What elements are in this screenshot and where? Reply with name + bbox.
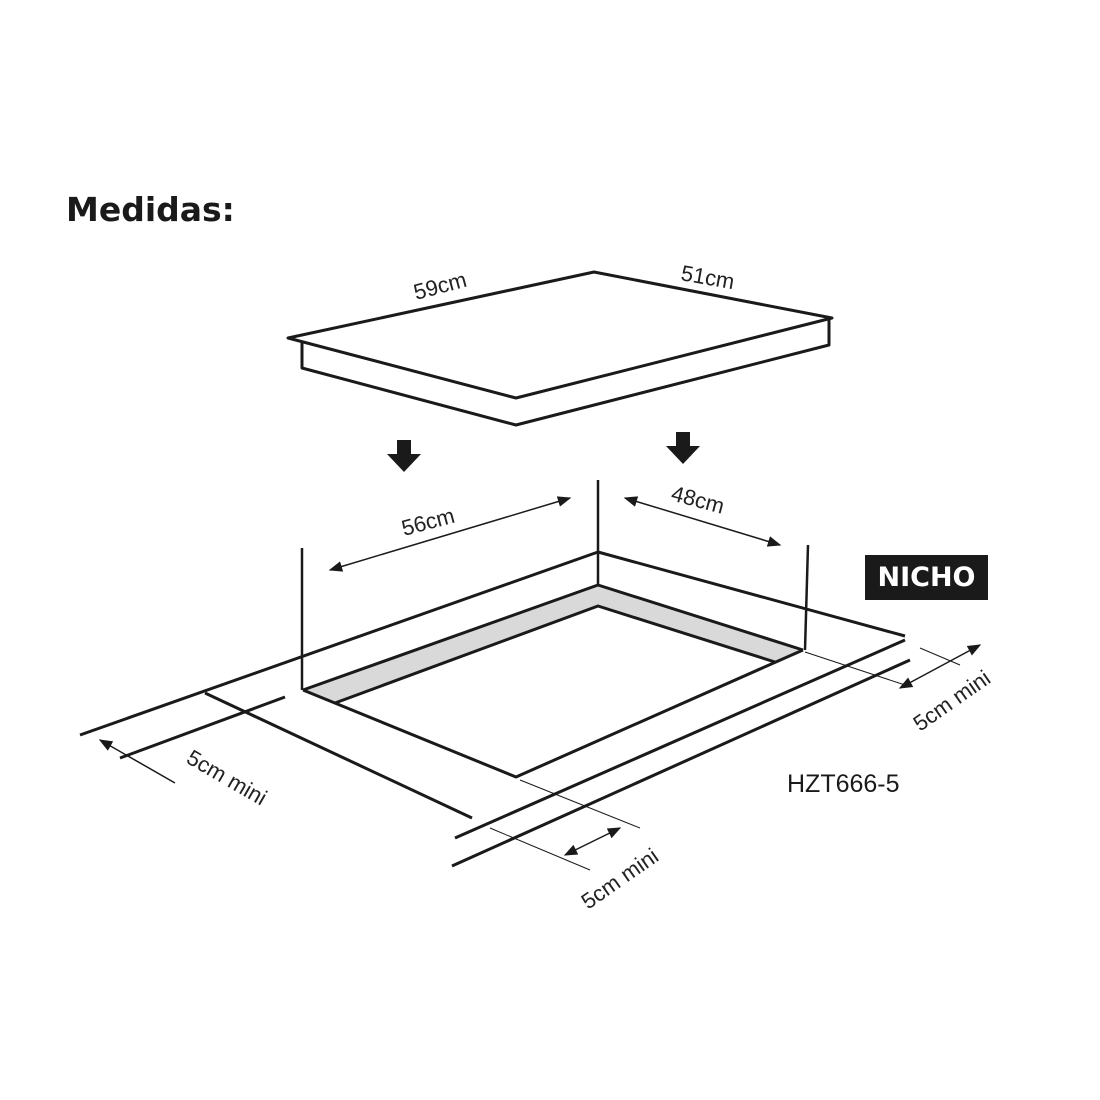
niche-badge: NICHO (865, 555, 988, 600)
down-arrow-icon (387, 432, 700, 472)
clearance-left-label: 5cm mini (183, 745, 272, 811)
page-title: Medidas: (66, 190, 235, 229)
model-number: HZT666-5 (787, 770, 900, 798)
clearance-front-label: 5cm mini (577, 843, 663, 914)
hob-width-label: 59cm (411, 267, 469, 305)
niche-drawing (79, 480, 911, 868)
dimension-lines (98, 496, 982, 871)
cutout-depth-label: 48cm (669, 481, 727, 519)
hob-drawing (286, 270, 834, 427)
